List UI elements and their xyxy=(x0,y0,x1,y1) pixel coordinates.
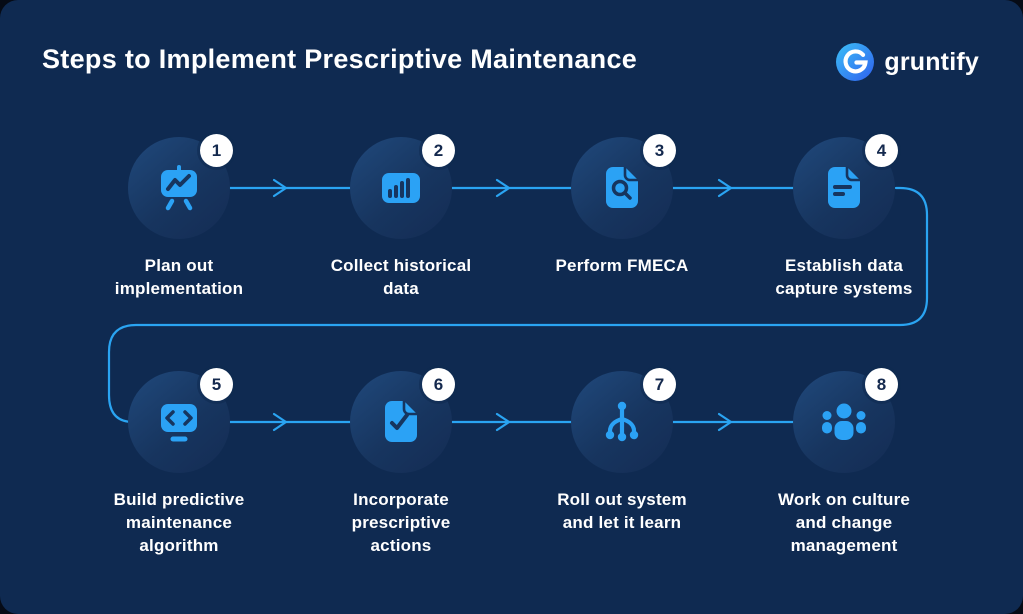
document-search-icon xyxy=(606,167,638,208)
step-8-circle: 8 xyxy=(793,368,898,473)
step-3-circle: 3 xyxy=(571,134,676,239)
step-8: 8 Work on culture and change management xyxy=(734,368,954,557)
bar-chart-icon xyxy=(382,173,420,203)
document-text-icon xyxy=(828,167,860,208)
step-4: 4 Establish data capture systems xyxy=(734,134,954,300)
step-label: Establish data capture systems xyxy=(775,256,913,298)
step-label: Perform FMECA xyxy=(555,256,689,275)
step-number: 1 xyxy=(211,140,222,160)
step-number: 4 xyxy=(876,140,887,160)
step-1-circle: 1 xyxy=(128,134,233,239)
step-1: 1 Plan out implementation xyxy=(69,134,289,300)
step-label: Build predictive maintenance algorithm xyxy=(113,490,245,555)
presentation-chart-icon xyxy=(161,165,197,211)
step-label: Work on culture and change management xyxy=(777,490,911,555)
step-3: 3 Perform FMECA xyxy=(512,134,732,277)
step-number-badge: 6 xyxy=(422,368,455,401)
step-number-badge: 1 xyxy=(200,134,233,167)
team-icon xyxy=(822,403,866,440)
step-number: 2 xyxy=(433,140,444,160)
step-5-circle: 5 xyxy=(128,368,233,473)
step-number-badge: 5 xyxy=(200,368,233,401)
step-label: Incorporate prescriptive actions xyxy=(351,490,451,555)
step-number-badge: 8 xyxy=(865,368,898,401)
step-label: Roll out system and let it learn xyxy=(557,490,687,532)
step-label: Collect historical data xyxy=(330,256,472,298)
step-6: 6 Incorporate prescriptive actions xyxy=(291,368,511,557)
step-number: 6 xyxy=(433,374,444,394)
step-2: 2 Collect historical data xyxy=(291,134,511,300)
brand-name: gruntify xyxy=(884,47,979,76)
step-number: 5 xyxy=(211,374,222,394)
brand-logo: gruntify xyxy=(836,43,979,81)
step-number: 8 xyxy=(876,374,887,394)
step-7: 7 Roll out system and let it learn xyxy=(512,368,732,534)
step-5: 5 Build predictive maintenance algorithm xyxy=(69,368,289,557)
step-number-badge: 2 xyxy=(422,134,455,167)
step-number-badge: 3 xyxy=(643,134,676,167)
step-7-circle: 7 xyxy=(571,368,676,473)
branch-icon xyxy=(605,401,639,442)
step-2-circle: 2 xyxy=(350,134,455,239)
step-4-circle: 4 xyxy=(793,134,898,239)
step-number-badge: 4 xyxy=(865,134,898,167)
step-number: 3 xyxy=(654,140,665,160)
step-label: Plan out implementation xyxy=(114,256,244,298)
gruntify-logo-icon xyxy=(836,43,875,81)
document-check-icon xyxy=(385,401,417,442)
page-title: Steps to Implement Prescriptive Maintena… xyxy=(42,44,638,74)
step-number: 7 xyxy=(654,374,665,394)
step-number-badge: 7 xyxy=(643,368,676,401)
step-6-circle: 6 xyxy=(350,368,455,473)
code-monitor-icon xyxy=(161,404,197,442)
